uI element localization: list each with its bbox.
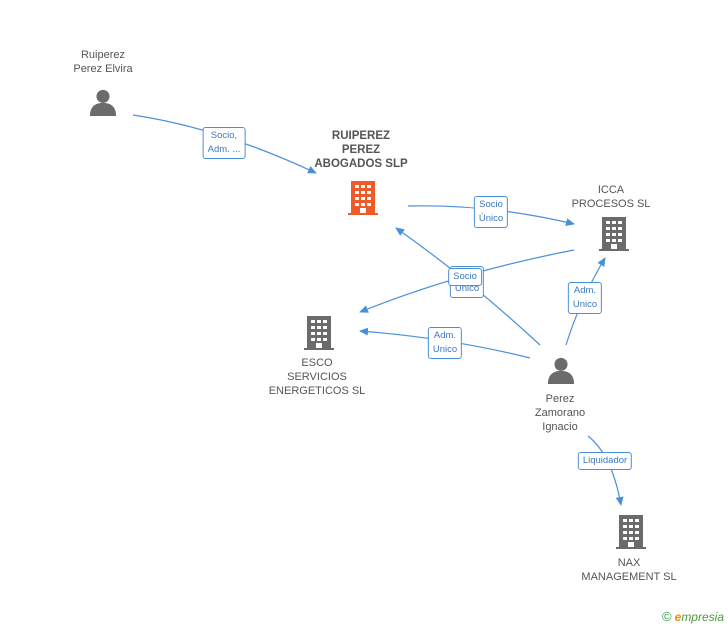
node-label-nax-management[interactable]: NAX MANAGEMENT SL: [581, 557, 677, 583]
person-icon[interactable]: [547, 357, 575, 384]
brand-name: mpresia: [681, 610, 724, 624]
building-icon[interactable]: [348, 181, 378, 215]
edge-label-ignacio-to-esco[interactable]: Adm. Unico: [427, 327, 463, 359]
copyright-icon: ©: [662, 609, 672, 624]
building-icon[interactable]: [616, 515, 646, 549]
edge-label-abogados-to-icca[interactable]: Socio Único: [473, 196, 509, 228]
node-label-perez-zamorano[interactable]: Perez Zamorano Ignacio: [534, 393, 586, 433]
brand-logo[interactable]: ©empresia: [662, 609, 724, 624]
person-icon[interactable]: [89, 89, 117, 116]
node-label-ruiperez-perez-elvira[interactable]: Ruiperez Perez Elvira: [73, 49, 133, 75]
edge-label-ignacio-to-icca[interactable]: Adm. Unico: [567, 282, 603, 314]
edge-label-ignacio-to-abogados[interactable]: Socio: [448, 268, 482, 286]
node-label-icca-procesos[interactable]: ICCA PROCESOS SL: [571, 184, 651, 210]
building-icon[interactable]: [599, 217, 629, 251]
node-label-ruiperez-perez-abogados[interactable]: RUIPEREZ PEREZ ABOGADOS SLP: [314, 130, 408, 170]
node-label-esco-servicios[interactable]: ESCO SERVICIOS ENERGETICOS SL: [268, 357, 366, 397]
edge-ignacio-to-nax: [587, 435, 624, 506]
edge-label-elvira-to-abogados[interactable]: Socio, Adm. ...: [202, 127, 246, 159]
brand-first-letter: e: [674, 610, 682, 624]
edge-label-ignacio-to-nax[interactable]: Liquidador: [577, 452, 633, 470]
building-icon[interactable]: [304, 316, 334, 350]
